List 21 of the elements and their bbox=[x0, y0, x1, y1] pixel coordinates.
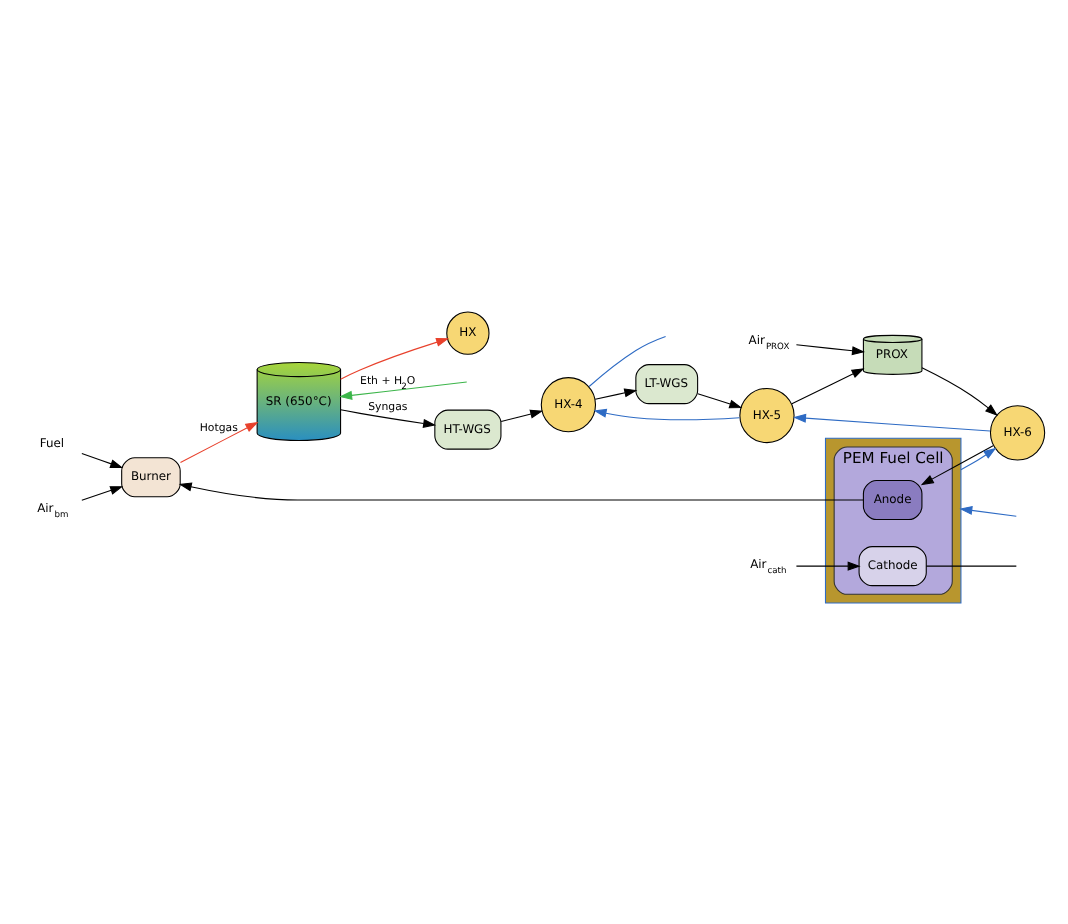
arrow bbox=[593, 408, 740, 421]
arrow bbox=[179, 421, 259, 464]
arrow bbox=[959, 505, 1017, 517]
arrow bbox=[795, 561, 861, 571]
arrow bbox=[697, 393, 743, 409]
arrow bbox=[795, 344, 865, 356]
arrow bbox=[81, 486, 124, 501]
arrow bbox=[921, 367, 998, 416]
arrow bbox=[791, 368, 865, 405]
arrow bbox=[594, 388, 638, 400]
arrow bbox=[339, 381, 468, 400]
connector bbox=[588, 335, 667, 388]
arrow bbox=[81, 453, 124, 469]
arrow bbox=[500, 409, 544, 422]
arrow bbox=[340, 337, 450, 380]
arrow bbox=[920, 445, 994, 486]
arrow bbox=[340, 409, 437, 428]
connector bbox=[925, 565, 1017, 567]
arrow bbox=[178, 482, 864, 501]
arrow bbox=[960, 447, 997, 471]
arrow bbox=[793, 413, 991, 432]
